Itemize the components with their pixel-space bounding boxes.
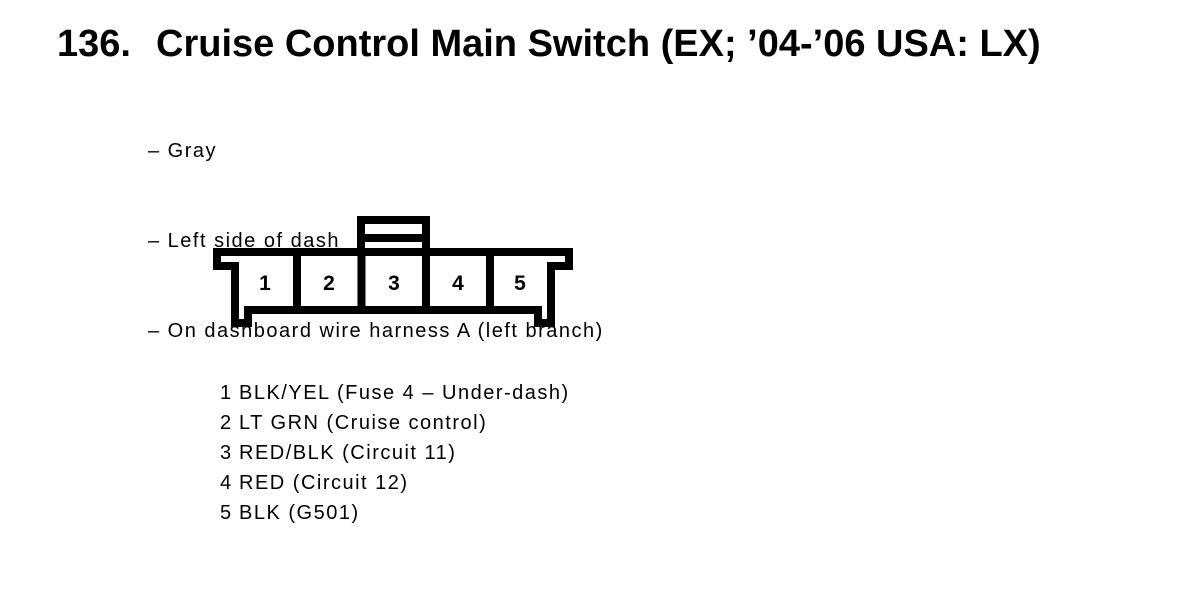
pin-number: 4 — [220, 472, 233, 494]
pin-description: RED/BLK (Circuit 11) — [239, 442, 457, 464]
pin-description: BLK/YEL (Fuse 4 – Under-dash) — [239, 382, 570, 404]
pin-number: 5 — [220, 502, 233, 524]
notes-list: – Gray – Left side of dash – On dashboar… — [148, 76, 604, 406]
page-title: Cruise Control Main Switch (EX; ’04-’06 … — [156, 23, 1041, 65]
connector-diagram: 1 2 3 4 5 — [213, 216, 573, 327]
pin-row: 1 BLK/YEL (Fuse 4 – Under-dash) — [220, 378, 570, 408]
note-harness: – On dashboard wire harness A (left bran… — [148, 320, 604, 342]
pin-row: 2 LT GRN (Cruise control) — [220, 408, 570, 438]
pin-row: 4 RED (Circuit 12) — [220, 468, 570, 498]
pin-cell-label-5: 5 — [514, 272, 526, 295]
pin-cell-label-3: 3 — [388, 272, 400, 295]
page-title-row: 136. Cruise Control Main Switch (EX; ’04… — [0, 22, 1200, 66]
pin-description: RED (Circuit 12) — [239, 472, 409, 494]
pin-description: LT GRN (Cruise control) — [239, 412, 488, 434]
pin-number: 3 — [220, 442, 233, 464]
pin-row: 5 BLK (G501) — [220, 498, 570, 528]
pin-cell-label-4: 4 — [452, 272, 464, 295]
connector-outline — [213, 248, 573, 327]
pin-cell-label-2: 2 — [323, 272, 335, 295]
pin-cell-label-1: 1 — [259, 272, 271, 295]
note-location: – Left side of dash — [148, 230, 340, 252]
pin-number: 2 — [220, 412, 233, 434]
pin-description: BLK (G501) — [239, 502, 360, 524]
item-number: 136. — [57, 23, 131, 65]
pin-row: 3 RED/BLK (Circuit 11) — [220, 438, 570, 468]
note-color: – Gray — [148, 140, 218, 162]
pin-list: 1 BLK/YEL (Fuse 4 – Under-dash) 2 LT GRN… — [220, 378, 570, 528]
pin-number: 1 — [220, 382, 233, 404]
